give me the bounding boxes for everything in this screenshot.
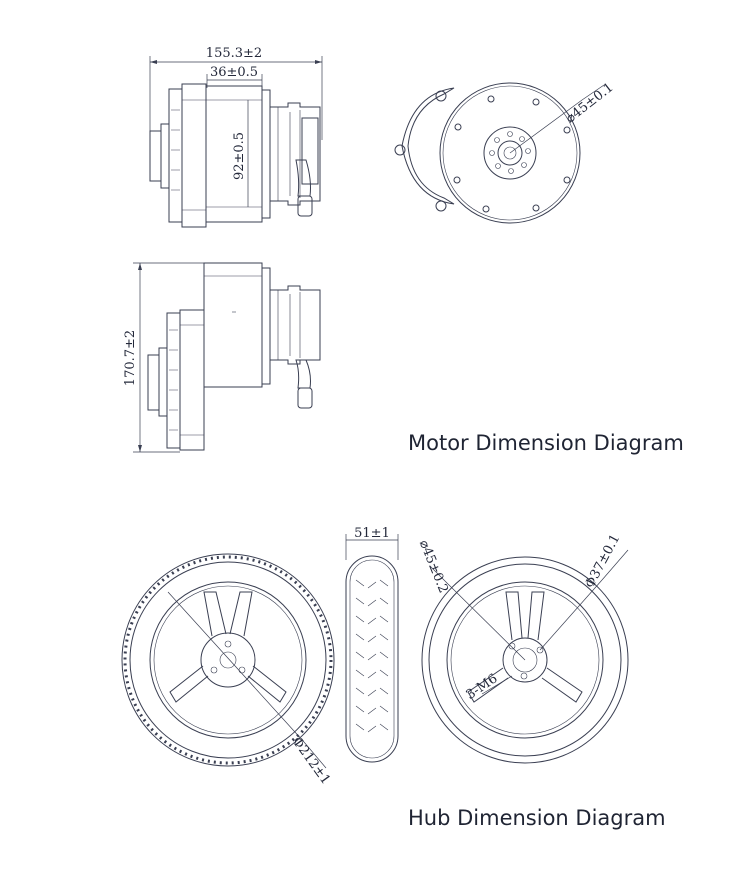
hub-circle-dimension: ⌀45±0.2 — [416, 538, 451, 595]
motor-side-view: 155.3±2 36±0.5 92±0.5 — [149, 46, 323, 228]
hub-front-view: Φ212±1 — [121, 553, 335, 787]
face-bolts — [453, 95, 571, 213]
inner-bolt-ring — [489, 131, 531, 174]
motor-diagram-title: Motor Dimension Diagram — [408, 431, 684, 455]
hub-rear-view: ⌀45±0.2 Φ37±0.1 3-M6 — [416, 532, 629, 764]
hub-diagram-title: Hub Dimension Diagram — [408, 806, 666, 830]
body-length-dimension: 36±0.5 — [210, 65, 258, 80]
body-height-dimension: 92±0.5 — [232, 132, 247, 180]
tyre-width-dimension: 51±1 — [354, 526, 390, 541]
overall-length-dimension: 155.3±2 — [206, 46, 262, 61]
overall-height-dimension: 170.7±2 — [123, 330, 138, 386]
bore-dimension: Φ37±0.1 — [582, 532, 623, 591]
tyre-side-view: 51±1 — [345, 526, 399, 763]
bolt-holes-dimension: 3-M6 — [464, 671, 501, 703]
motor-front-view: ⌀45±0.1 — [394, 80, 617, 224]
tyre-diameter-dimension: Φ212±1 — [289, 734, 333, 787]
motor-top-view: 170.7±2 — [123, 262, 321, 453]
face-circle-dimension: ⌀45±0.1 — [563, 80, 616, 126]
